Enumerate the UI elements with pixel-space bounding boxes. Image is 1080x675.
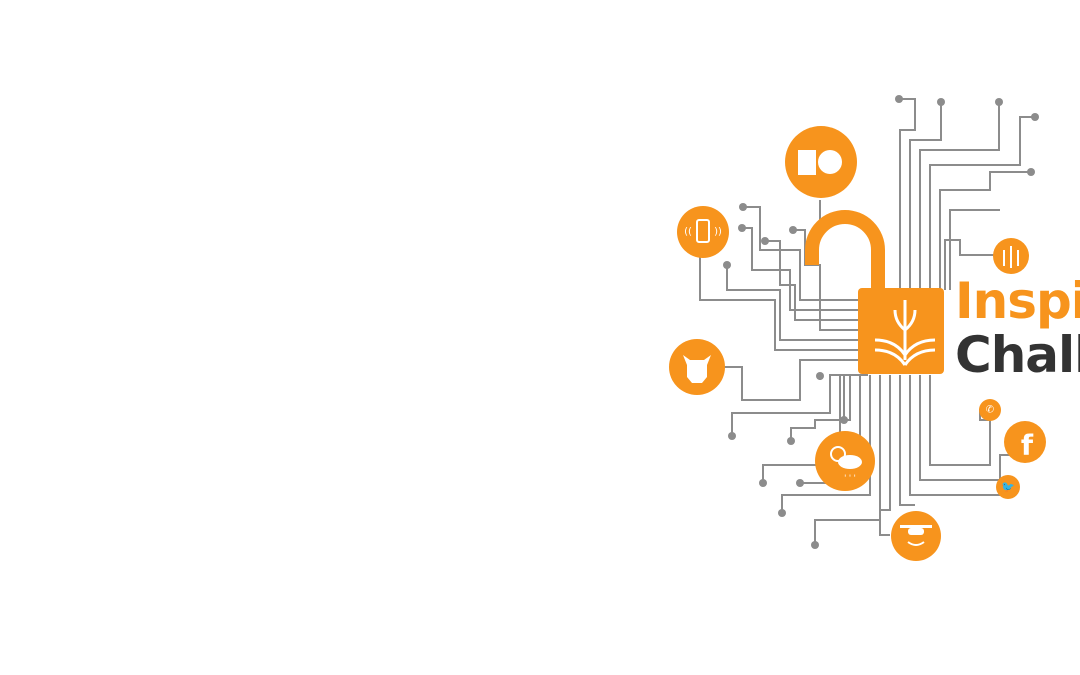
svg-text:f: f xyxy=(1021,429,1034,462)
svg-text:)): )) xyxy=(714,227,722,238)
padlock-icon xyxy=(805,210,944,374)
brand-title-line2: Chall xyxy=(955,326,1080,384)
brand-title-line1: Inspi xyxy=(955,272,1080,330)
cow-icon xyxy=(669,339,725,395)
svg-text:🐦: 🐦 xyxy=(1001,481,1015,494)
farmer-icon xyxy=(785,126,857,198)
circuit-wires xyxy=(699,98,1035,545)
twitter-icon: 🐦 xyxy=(996,475,1020,499)
weather-icon: ' ' ' xyxy=(815,431,875,491)
whatsapp-icon: ✆ xyxy=(979,399,1001,421)
svg-text:✆: ✆ xyxy=(986,405,994,416)
svg-text:((: (( xyxy=(684,227,692,238)
wire-endpoints xyxy=(723,95,1039,549)
wheat-icon xyxy=(993,238,1029,274)
svg-text:' ' ': ' ' ' xyxy=(844,474,856,483)
wheat-logo xyxy=(874,300,936,366)
drone-icon xyxy=(891,511,941,561)
facebook-icon: f xyxy=(1004,421,1046,463)
mobile-phone-icon: (()) xyxy=(677,206,729,258)
